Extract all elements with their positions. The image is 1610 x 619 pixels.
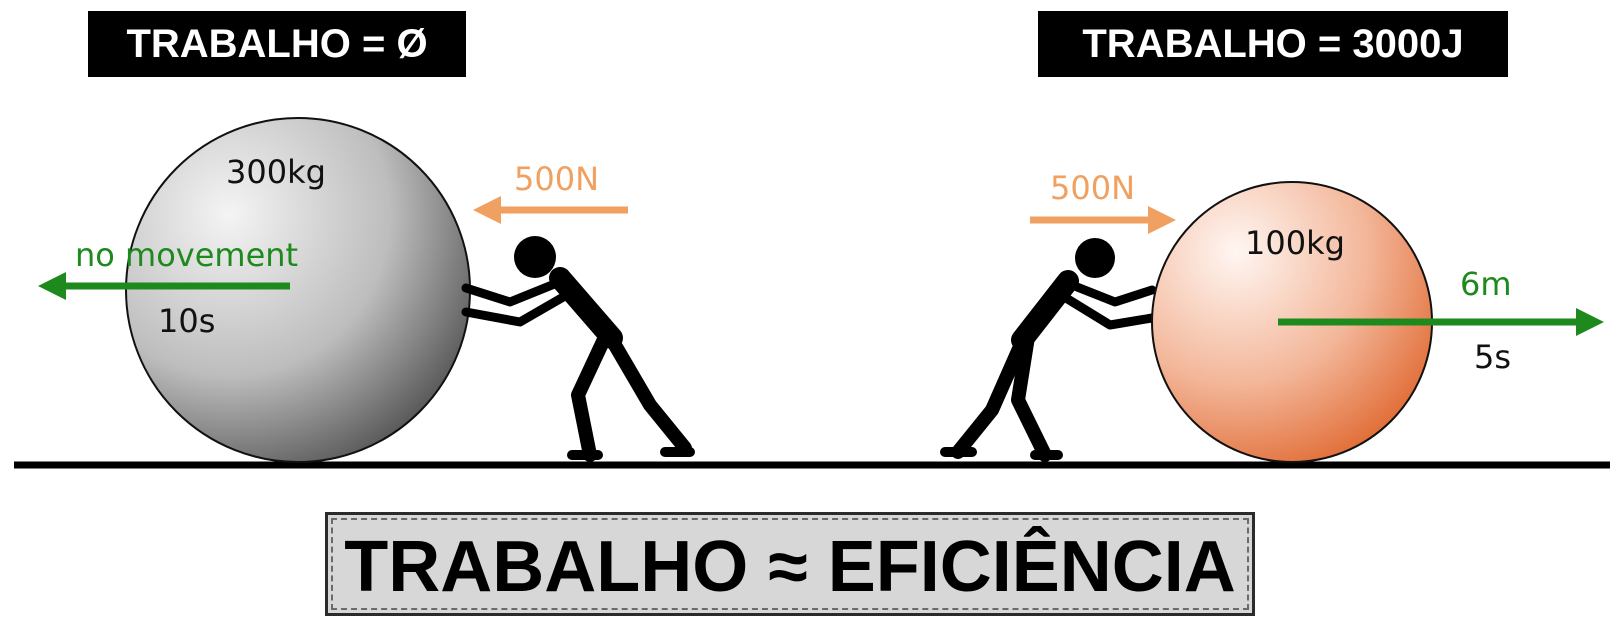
right-work-label: TRABALHO = 3000J	[1038, 11, 1508, 77]
right-person-icon	[940, 238, 1157, 462]
right-distance-label: 6m	[1460, 265, 1512, 303]
left-force-label: 500N	[514, 160, 599, 198]
right-mass-label: 100kg	[1245, 224, 1345, 262]
conclusion-text: TRABALHO ≈ EFICIÊNCIA	[344, 527, 1236, 607]
right-force-label: 500N	[1050, 169, 1135, 207]
left-mass-label: 300kg	[226, 153, 326, 191]
left-movement-label: no movement	[75, 236, 298, 274]
conclusion-box: TRABALHO ≈ EFICIÊNCIA	[325, 512, 1255, 616]
left-person-icon	[461, 236, 695, 462]
right-time-label: 5s	[1474, 338, 1511, 376]
left-work-label: TRABALHO = Ø	[88, 11, 466, 77]
left-time-label: 10s	[158, 302, 215, 340]
